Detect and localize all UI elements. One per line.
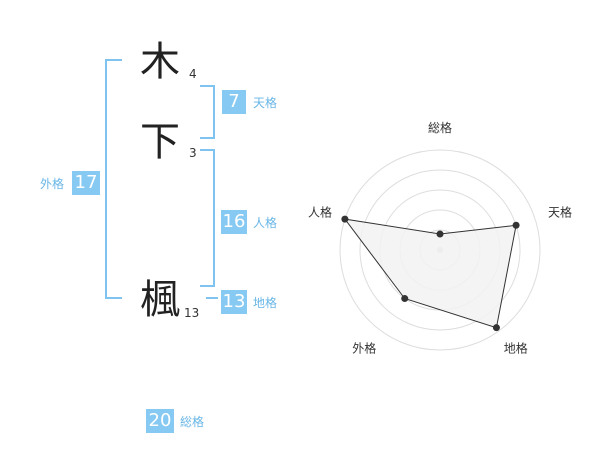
stroke-count-3: 13 (184, 306, 200, 320)
radar-point (512, 221, 520, 229)
name-char-1: 木 (140, 39, 180, 85)
soukaku-value: 20 (146, 409, 174, 433)
radar-axis-label: 天格 (548, 204, 572, 219)
radar-area (343, 218, 517, 329)
radar-grid-ring (359, 169, 521, 331)
radar-axis-label: 総格 (428, 120, 452, 135)
gaikaku-value: 17 (72, 171, 100, 195)
radar-point (341, 215, 349, 223)
kaku-brackets (105, 59, 218, 299)
radar-axis-label: 地格 (504, 341, 528, 356)
radar-axis-label: 人格 (308, 204, 332, 219)
gaikaku-bracket (105, 59, 122, 299)
radar-point (492, 324, 500, 332)
jinkaku-bracket (200, 149, 215, 287)
chikaku-label: 地格 (253, 296, 278, 310)
radar-point (436, 230, 444, 238)
name-char-3: 楓 (140, 277, 180, 323)
radar-grid-ring (339, 149, 541, 351)
radar-point (401, 295, 409, 303)
stroke-count-1: 4 (189, 67, 197, 81)
tenkaku-bracket (200, 85, 215, 139)
chikaku-value: 13 (221, 290, 247, 314)
gaikaku-label: 外格 (40, 177, 65, 191)
soukaku-label: 総格 (180, 415, 205, 429)
jinkaku-value: 16 (221, 210, 247, 234)
tenkaku-value: 7 (222, 90, 246, 114)
jinkaku-label: 人格 (253, 216, 278, 230)
radar-axis-label: 外格 (352, 341, 376, 356)
name-char-2: 下 (140, 119, 180, 165)
tenkaku-label: 天格 (253, 96, 278, 110)
stroke-count-2: 3 (189, 146, 197, 160)
